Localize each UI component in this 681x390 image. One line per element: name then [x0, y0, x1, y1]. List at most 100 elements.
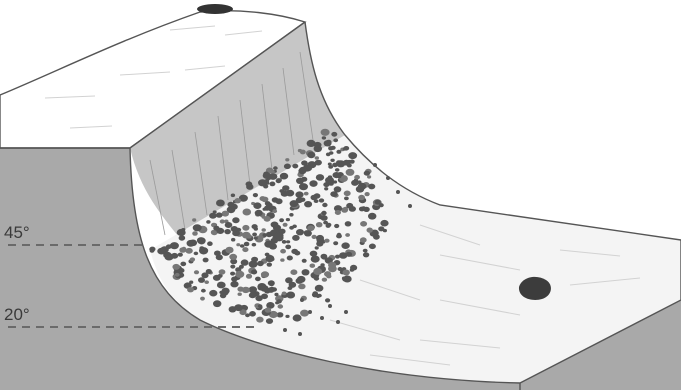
- debris-rock: [311, 256, 320, 263]
- debris-rock: [193, 224, 202, 231]
- debris-pebble: [373, 163, 377, 167]
- debris-rock: [278, 304, 284, 308]
- debris-rock: [265, 307, 272, 312]
- debris-rock: [230, 272, 235, 276]
- debris-rock: [282, 185, 289, 191]
- debris-rock: [219, 269, 226, 274]
- debris-rock: [180, 262, 186, 267]
- debris-rock: [257, 261, 264, 266]
- debris-rock: [300, 150, 306, 155]
- debris-rock: [287, 256, 293, 261]
- debris-rock: [315, 285, 324, 292]
- debris-rock: [260, 196, 266, 201]
- debris-rock: [150, 249, 155, 253]
- debris-rock: [281, 191, 289, 197]
- debris-rock: [222, 211, 229, 217]
- debris-rock: [274, 293, 278, 296]
- debris-rock: [255, 277, 261, 282]
- debris-rock: [190, 257, 195, 261]
- debris-rock: [299, 167, 307, 173]
- debris-rock: [328, 262, 336, 269]
- debris-rock: [361, 206, 366, 210]
- debris-rock: [295, 191, 303, 198]
- debris-rock: [198, 277, 205, 283]
- debris-rock: [279, 218, 284, 222]
- debris-rock: [229, 254, 237, 260]
- debris-rock: [238, 293, 242, 296]
- debris-rock: [265, 253, 270, 257]
- debris-rock: [296, 197, 303, 203]
- debris-rock: [242, 287, 250, 293]
- debris-rock: [255, 210, 263, 216]
- debris-pebble: [396, 190, 400, 194]
- debris-rock: [201, 289, 206, 293]
- debris-rock: [209, 213, 217, 219]
- debris-rock: [157, 248, 166, 255]
- debris-rock: [216, 200, 225, 207]
- debris-rock: [232, 217, 239, 223]
- debris-rock: [336, 160, 342, 165]
- debris-rock: [368, 184, 375, 190]
- debris-rock: [380, 220, 388, 227]
- debris-rock: [235, 271, 244, 278]
- debris-pebble: [298, 332, 302, 336]
- debris-rock: [264, 216, 271, 222]
- debris-rock: [346, 252, 352, 257]
- debris-rock: [285, 315, 289, 318]
- debris-rock: [225, 247, 233, 254]
- debris-rock: [234, 304, 243, 311]
- debris-rock: [321, 211, 326, 215]
- debris-rock: [267, 263, 272, 267]
- debris-rock: [334, 224, 339, 228]
- debris-rock: [231, 226, 238, 232]
- debris-rock: [322, 278, 327, 282]
- debris-pebble: [328, 304, 332, 308]
- debris-rock: [367, 228, 373, 233]
- debris-rock: [209, 290, 217, 297]
- debris-rock: [346, 203, 353, 209]
- debris-rock: [296, 178, 304, 184]
- debris-rock: [216, 254, 223, 260]
- debris-rock: [231, 238, 235, 242]
- debris-rock: [253, 202, 261, 209]
- debris-rock: [251, 270, 257, 275]
- debris-rock: [330, 159, 334, 162]
- debris-rock: [304, 230, 310, 235]
- debris-pebble: [294, 316, 298, 320]
- debris-rock: [192, 231, 198, 236]
- debris-rock: [249, 292, 257, 298]
- debris-rock: [336, 234, 342, 239]
- debris-rock: [344, 197, 349, 201]
- debris-rock: [309, 180, 317, 187]
- debris-rock: [316, 222, 323, 227]
- boulder-icon: [519, 277, 551, 300]
- debris-rock: [375, 200, 381, 205]
- debris-rock: [286, 218, 290, 221]
- debris-rock: [367, 175, 371, 178]
- debris-rock: [324, 239, 329, 243]
- debris-rock: [285, 245, 291, 250]
- debris-rock: [331, 132, 337, 137]
- debris-rock: [269, 282, 275, 286]
- debris-rock: [345, 221, 352, 226]
- debris-rock: [297, 276, 306, 283]
- debris-rock: [298, 284, 305, 290]
- debris-rock: [345, 233, 350, 237]
- debris-rock: [231, 194, 235, 198]
- debris-rock: [271, 170, 275, 173]
- debris-rock: [333, 138, 338, 142]
- debris-rock: [363, 249, 368, 253]
- debris-rock: [329, 151, 334, 155]
- debris-rock: [343, 270, 350, 276]
- debris-rock: [177, 229, 186, 236]
- debris-rock: [283, 223, 288, 227]
- debris-rock: [275, 198, 282, 204]
- debris-pebble: [320, 316, 324, 320]
- debris-rock: [217, 282, 226, 289]
- debris-rock: [304, 192, 309, 196]
- debris-rock: [312, 235, 317, 239]
- debris-rock: [356, 186, 364, 193]
- debris-rock: [187, 287, 194, 292]
- debris-rock: [299, 183, 308, 190]
